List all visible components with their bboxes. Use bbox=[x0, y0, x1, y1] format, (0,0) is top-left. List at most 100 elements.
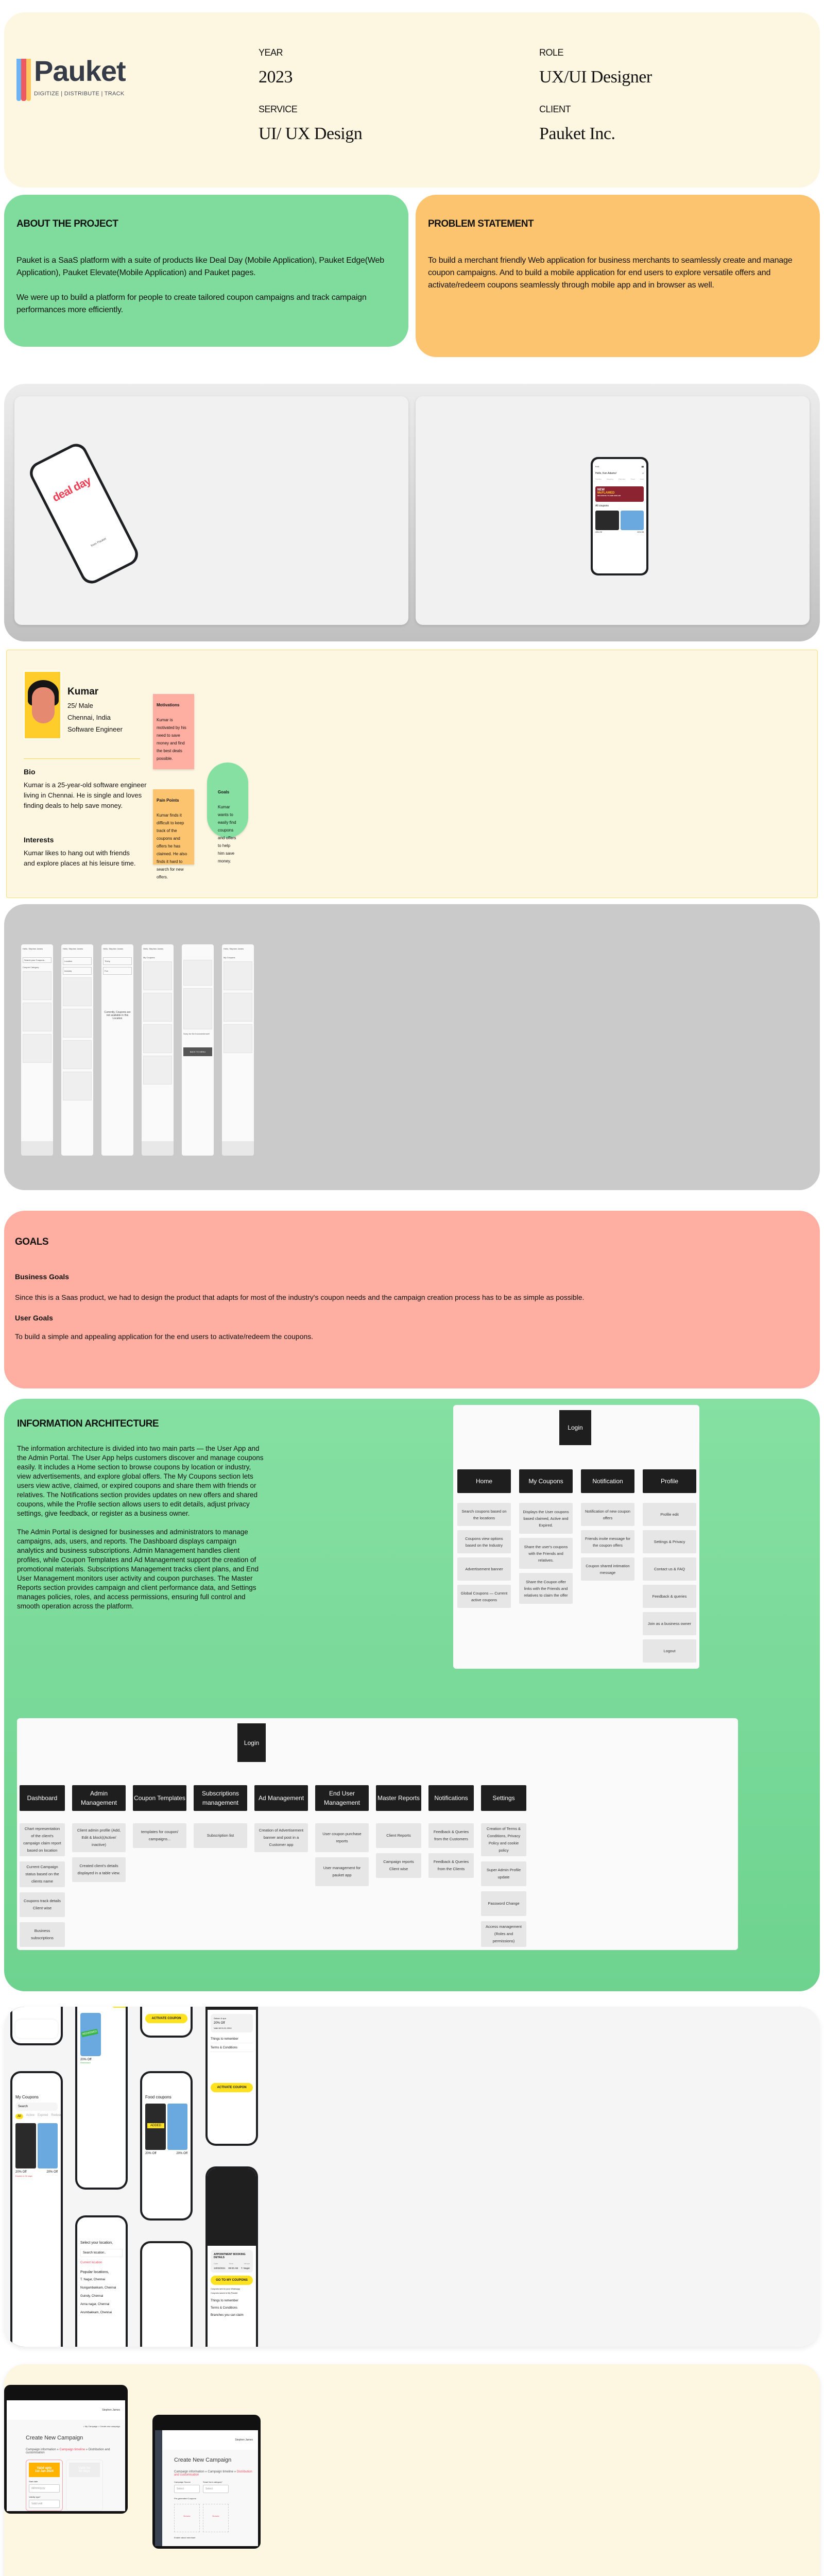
enable-merchant-checkbox[interactable]: Enable about merchant bbox=[174, 2536, 196, 2539]
tab-expired[interactable]: Expired bbox=[38, 2114, 48, 2117]
tab-all[interactable]: All bbox=[80, 2007, 84, 2008]
coupon-card[interactable]: ADDED bbox=[145, 2104, 166, 2150]
coupon-card[interactable] bbox=[167, 2104, 187, 2150]
persona-occupation: Software Engineer bbox=[67, 725, 123, 733]
wireframe-claimed: Hello, Stephen James My Coupons bbox=[222, 944, 254, 1156]
bottom-nav[interactable] bbox=[15, 2020, 58, 2038]
location-search-input[interactable]: Search location.. bbox=[80, 2249, 123, 2257]
category-trending[interactable]: Trending bbox=[595, 478, 602, 480]
user-name[interactable]: Stephen James bbox=[235, 2438, 253, 2442]
smart-form-select[interactable]: Select bbox=[203, 2485, 229, 2493]
tree-item: Profile edit bbox=[643, 1503, 696, 1526]
page-title: Create New Campaign bbox=[26, 2435, 83, 2441]
business-goals-title: Business Goals bbox=[15, 1273, 70, 1281]
accordion-things-to-remember[interactable]: Things to remember bbox=[211, 2038, 253, 2043]
coupon-offer: 20% Off bbox=[176, 2152, 187, 2155]
phone-select-location: Select your location, Search location.. … bbox=[75, 2215, 128, 2347]
step-campaign-information[interactable]: Campaign information bbox=[26, 2448, 56, 2451]
wf-field: Industry bbox=[63, 967, 92, 975]
banner-line: McFLAMED bbox=[597, 492, 615, 495]
promo-banner[interactable]: NEW McFLAMED DELICIOUSLY FLAME-GRILLED bbox=[595, 486, 644, 502]
wf-empty-state: Currently, Coupons are not available in … bbox=[104, 1011, 131, 1020]
sidebar bbox=[155, 2430, 162, 2546]
deal-day-logo: deal day bbox=[50, 474, 93, 504]
tab-active[interactable]: Active bbox=[87, 2007, 95, 2008]
location-option[interactable]: Nungambakkam, Chennai bbox=[80, 2286, 116, 2290]
wireframe-filter: Hello, Stephen James Location Industry bbox=[61, 944, 93, 1156]
business-goals-text: Since this is a Saas product, we had to … bbox=[15, 1293, 585, 1301]
tree-column-notifications: Notifications Feedback & Queries from th… bbox=[428, 1785, 474, 1952]
coupon-card[interactable] bbox=[620, 511, 644, 530]
tab-redeemed[interactable]: Redeemed bbox=[112, 2007, 126, 2008]
location-option[interactable]: Arumbakkam, Chennai bbox=[80, 2311, 112, 2314]
search-icon[interactable]: ⌕ bbox=[642, 472, 644, 475]
activate-coupon-button[interactable]: ACTIVATE COUPON bbox=[211, 2083, 253, 2092]
tab-redeemed[interactable]: Redeemed bbox=[51, 2114, 61, 2117]
sticky-title: Goals bbox=[218, 790, 230, 794]
sticky-motivations: Motivations Kumar is motivated by his ne… bbox=[153, 694, 194, 769]
phone-booking-details: APPOINTMENT BOOKING DETAILS Date Time Ve… bbox=[205, 2166, 258, 2347]
start-date-field[interactable]: dd/mm/yyyy bbox=[29, 2484, 60, 2493]
wireframes-section: Hello, Stephen James Search your Coupons… bbox=[4, 904, 820, 1190]
mobile-screens-showcase: My Coupons Search All Active Expired Red… bbox=[4, 2007, 820, 2347]
campaign-source-select[interactable]: Select bbox=[174, 2485, 200, 2493]
wf-greeting: Hello, Stephen James bbox=[103, 947, 124, 950]
step-distribution[interactable]: Distribution and customisation bbox=[174, 2470, 252, 2477]
user-goals-text: To build a simple and appealing applicat… bbox=[15, 1332, 314, 1341]
tree-column-end-user-management: End User Management User coupon purchase… bbox=[315, 1785, 369, 1952]
category-food[interactable]: Food bbox=[640, 478, 644, 480]
tree-head: Ad Management bbox=[254, 1785, 308, 1811]
tree-column-master-reports: Master Reports Client Reports Campaign r… bbox=[376, 1785, 421, 1952]
location-option[interactable]: T. Nagar, Chennai bbox=[80, 2278, 106, 2281]
poster-line: OPENING SOON AT bbox=[145, 2264, 182, 2274]
back-to-menu-button[interactable]: BACK TO MENU bbox=[183, 1047, 212, 1056]
accordion-terms[interactable]: Terms & Conditions bbox=[211, 2307, 238, 2310]
accordion-things-to-remember[interactable]: Things to remember bbox=[211, 2299, 238, 2302]
coupon-card[interactable]: REDEEMED bbox=[80, 2013, 101, 2056]
phone-device: 9:41 ▮▮ Hello, Ken Adams! ⌕ Trending Sho… bbox=[591, 457, 648, 575]
tree-item: Feedback & queries bbox=[643, 1585, 696, 1608]
accordion-branches[interactable]: Branches you can claim bbox=[211, 2314, 244, 2317]
valid-upto-card[interactable]: Valid upto 1st Jan 2024 bbox=[29, 2463, 60, 2477]
poster-tagline: THE ULTIMATE SALON EXPERIENCE bbox=[145, 2318, 182, 2321]
validity-type-select[interactable]: Valid until bbox=[29, 2500, 60, 2508]
coupon-card[interactable] bbox=[37, 2123, 58, 2168]
tree-item: templates for coupon/ campaigns... bbox=[133, 1823, 186, 1848]
thumbnail-dropzone[interactable]: Browse bbox=[203, 2504, 229, 2532]
booking-value: 13/03/2021 bbox=[214, 2267, 226, 2269]
breadcrumb[interactable]: > My Campaign > Create new campaign bbox=[83, 2425, 120, 2428]
activate-coupon-button[interactable]: ACTIVATE COUPON bbox=[145, 2014, 187, 2023]
pre-generated-coupons[interactable]: Pre-generated Coupons bbox=[174, 2497, 196, 2500]
pauket-logo: Pauket DIGITIZE | DISTRIBUTE | TRACK bbox=[16, 43, 259, 157]
step-campaign-information[interactable]: Campaign information bbox=[174, 2470, 204, 2473]
user-name[interactable]: Stephen James bbox=[102, 2409, 120, 2412]
coupon-card[interactable] bbox=[15, 2123, 36, 2168]
tab-active[interactable]: Active bbox=[26, 2114, 35, 2117]
category-pharmacy[interactable]: Pharmacy bbox=[618, 478, 626, 480]
tree-column-profile: Profile Profile edit Settings & Privacy … bbox=[643, 1469, 696, 1667]
current-location[interactable]: Current location bbox=[80, 2261, 102, 2264]
booking-note: Coupons saved in My Pauket bbox=[211, 2292, 238, 2294]
screen-title: My Coupons bbox=[15, 2095, 39, 2099]
accordion-terms[interactable]: Terms & Conditions bbox=[211, 2046, 253, 2052]
tree-item: Creation of Advertisement banner and pos… bbox=[254, 1823, 308, 1852]
go-to-my-coupons-button[interactable]: GO TO MY COUPONS bbox=[211, 2276, 253, 2285]
tab-all[interactable]: All bbox=[15, 2114, 23, 2119]
step-distribution[interactable]: Distribution and customisation bbox=[26, 2448, 110, 2454]
about-paragraph: We were up to build a platform for peopl… bbox=[16, 293, 367, 314]
step-campaign-timeline[interactable]: Campaign timeline bbox=[208, 2470, 234, 2473]
step-campaign-timeline[interactable]: Campaign timeline bbox=[59, 2448, 85, 2451]
coupon-card[interactable] bbox=[595, 511, 619, 530]
tree-item: Feedback & Queries from the Customers bbox=[428, 1823, 474, 1848]
category-travel[interactable]: Travel bbox=[630, 478, 635, 480]
booking-label: Date bbox=[214, 2262, 218, 2265]
search-input[interactable]: Search bbox=[15, 2103, 58, 2111]
valid-for-card[interactable]: Valid for 30 days bbox=[69, 2463, 100, 2477]
upload-image-dropzone[interactable]: Browse bbox=[174, 2504, 200, 2532]
location-option[interactable]: Guindy, Chennai bbox=[80, 2295, 104, 2298]
booking-label: Time bbox=[229, 2262, 233, 2265]
category-shopping[interactable]: Shopping bbox=[606, 478, 613, 480]
validity-type-label: Validity type* bbox=[29, 2496, 41, 2498]
location-option[interactable]: Anna nagar, Chennai bbox=[80, 2303, 110, 2306]
tab-expired[interactable]: Expired bbox=[98, 2007, 109, 2008]
